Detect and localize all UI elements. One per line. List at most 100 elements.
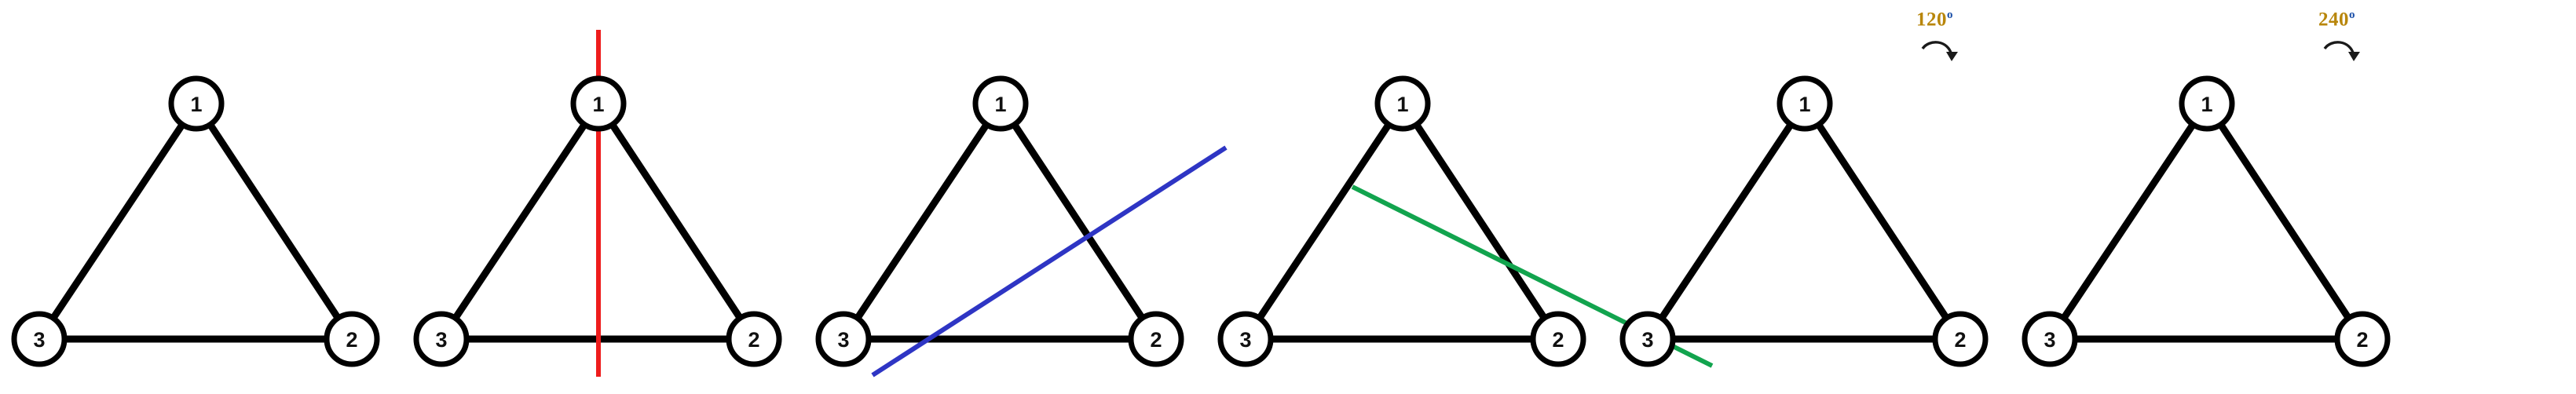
triangle-panel-rotation-240: 1 2 3 240o [2011,0,2413,394]
rotation-arrow-head [1946,52,1958,61]
node-label-3: 3 [837,328,849,352]
rotation-arrow-curve [2323,41,2355,56]
graph-node-3[interactable]: 3 [413,311,470,367]
graph-node-2[interactable]: 2 [2334,311,2391,367]
node-group: 1 2 3 [2022,75,2391,367]
edge-n1-n3 [451,120,589,323]
node-label-1: 1 [1396,93,1408,116]
node-circle-2 [324,311,380,367]
rotation-arrow-icon [2323,41,2360,61]
edge-n1-n2 [2216,120,2353,323]
graph-node-3[interactable]: 3 [11,311,68,367]
node-label-1: 1 [592,93,604,116]
node-label-3: 3 [1641,328,1653,352]
edge-n1-n3 [2059,120,2197,323]
node-label-1: 1 [2201,93,2212,116]
triangle-panel-reflection-through-vertex-3: 1 2 3 [804,0,1228,394]
node-group: 1 2 3 [815,75,1184,367]
node-label-2: 2 [2356,328,2368,352]
node-label-3: 3 [435,328,447,352]
node-label-2: 2 [1150,328,1162,352]
node-circle-2 [726,311,782,367]
node-circle-1 [1374,75,1431,132]
node-label-1: 1 [190,93,202,116]
node-label-1: 1 [994,93,1006,116]
graph-node-3[interactable]: 3 [1619,311,1676,367]
graph-node-2[interactable]: 2 [1530,311,1586,367]
rotation-arrow-icon [1921,41,1958,61]
triangle-graph-reflection-through-vertex-2: 1 2 3 [1217,75,1714,368]
graph-node-1[interactable]: 1 [2179,75,2235,132]
edge-group [1255,120,1549,343]
node-label-1: 1 [1798,93,1810,116]
edge-group [853,120,1147,343]
triangle-panel-reflection-through-vertex-2: 1 2 3 [1206,0,1714,394]
graph-node-3[interactable]: 3 [1217,311,1274,367]
rotation-degree-label: 240o [2318,9,2355,31]
triangle-panel-rotation-120: 1 2 3 120o [1608,0,2011,394]
node-circle-2 [1932,311,1989,367]
triangle-graph-reflection-through-vertex-1: 1 2 3 [413,30,782,377]
graph-node-1[interactable]: 1 [570,75,627,132]
node-circle-1 [570,75,627,132]
node-group: 1 2 3 [1217,75,1586,367]
edge-n1-n2 [1412,120,1549,323]
graph-node-1[interactable]: 1 [168,75,225,132]
node-label-3: 3 [33,328,45,352]
node-circle-1 [2179,75,2235,132]
node-circle-1 [1776,75,1833,132]
edge-n1-n3 [853,120,991,323]
edge-n1-n3 [49,120,187,323]
edge-n1-n3 [1657,120,1795,323]
edge-n1-n2 [1010,120,1147,323]
rotation-degree-number: 120 [1916,9,1947,31]
node-circle-3 [815,311,872,367]
graph-node-1[interactable]: 1 [1776,75,1833,132]
graph-node-2[interactable]: 2 [726,311,782,367]
rotation-arrow-head [2348,52,2360,61]
graph-node-3[interactable]: 3 [815,311,872,367]
rotation-degree-label: 120o [1916,9,1953,31]
graph-node-2[interactable]: 2 [1932,311,1989,367]
node-group: 1 2 3 [11,75,380,367]
triangle-panel-reflection-through-vertex-1: 1 2 3 [402,0,804,394]
triangle-graph-identity: 1 2 3 [11,75,380,367]
node-group: 1 2 3 [1619,75,1989,367]
graph-node-2[interactable]: 2 [324,311,380,367]
node-label-2: 2 [748,328,759,352]
node-label-3: 3 [2044,328,2055,352]
node-circle-3 [1217,311,1274,367]
triangle-panel-identity: 1 2 3 [0,0,402,394]
triangle-graph-rotation-240: 1 2 3 [2022,41,2391,367]
triangle-graph-rotation-120: 1 2 3 [1619,41,1989,367]
node-circle-3 [413,311,470,367]
edge-n1-n3 [1255,120,1393,323]
node-circle-3 [1619,311,1676,367]
rotation-arrow-curve [1921,41,1953,56]
node-label-3: 3 [1239,328,1251,352]
rotation-degree-number: 240 [2318,9,2349,31]
edge-group [49,120,342,343]
node-circle-3 [2022,311,2078,367]
edge-group [2059,120,2353,343]
node-circle-1 [168,75,225,132]
graph-node-3[interactable]: 3 [2022,311,2078,367]
edge-n1-n2 [206,120,342,323]
graph-node-1[interactable]: 1 [1374,75,1431,132]
node-circle-3 [11,311,68,367]
node-circle-1 [972,75,1029,132]
node-label-2: 2 [1552,328,1564,352]
edge-n1-n2 [1814,120,1951,323]
triangle-graph-reflection-through-vertex-3: 1 2 3 [815,75,1228,378]
node-group: 1 2 3 [413,75,782,367]
node-label-2: 2 [1954,328,1966,352]
edge-n1-n2 [608,120,745,323]
reflection-axis-line [871,145,1228,378]
node-circle-2 [1530,311,1586,367]
edge-group [1657,120,1951,343]
graph-node-1[interactable]: 1 [972,75,1029,132]
graph-node-2[interactable]: 2 [1128,311,1184,367]
degree-symbol-icon: o [2349,9,2355,21]
degree-symbol-icon: o [1947,9,1953,21]
